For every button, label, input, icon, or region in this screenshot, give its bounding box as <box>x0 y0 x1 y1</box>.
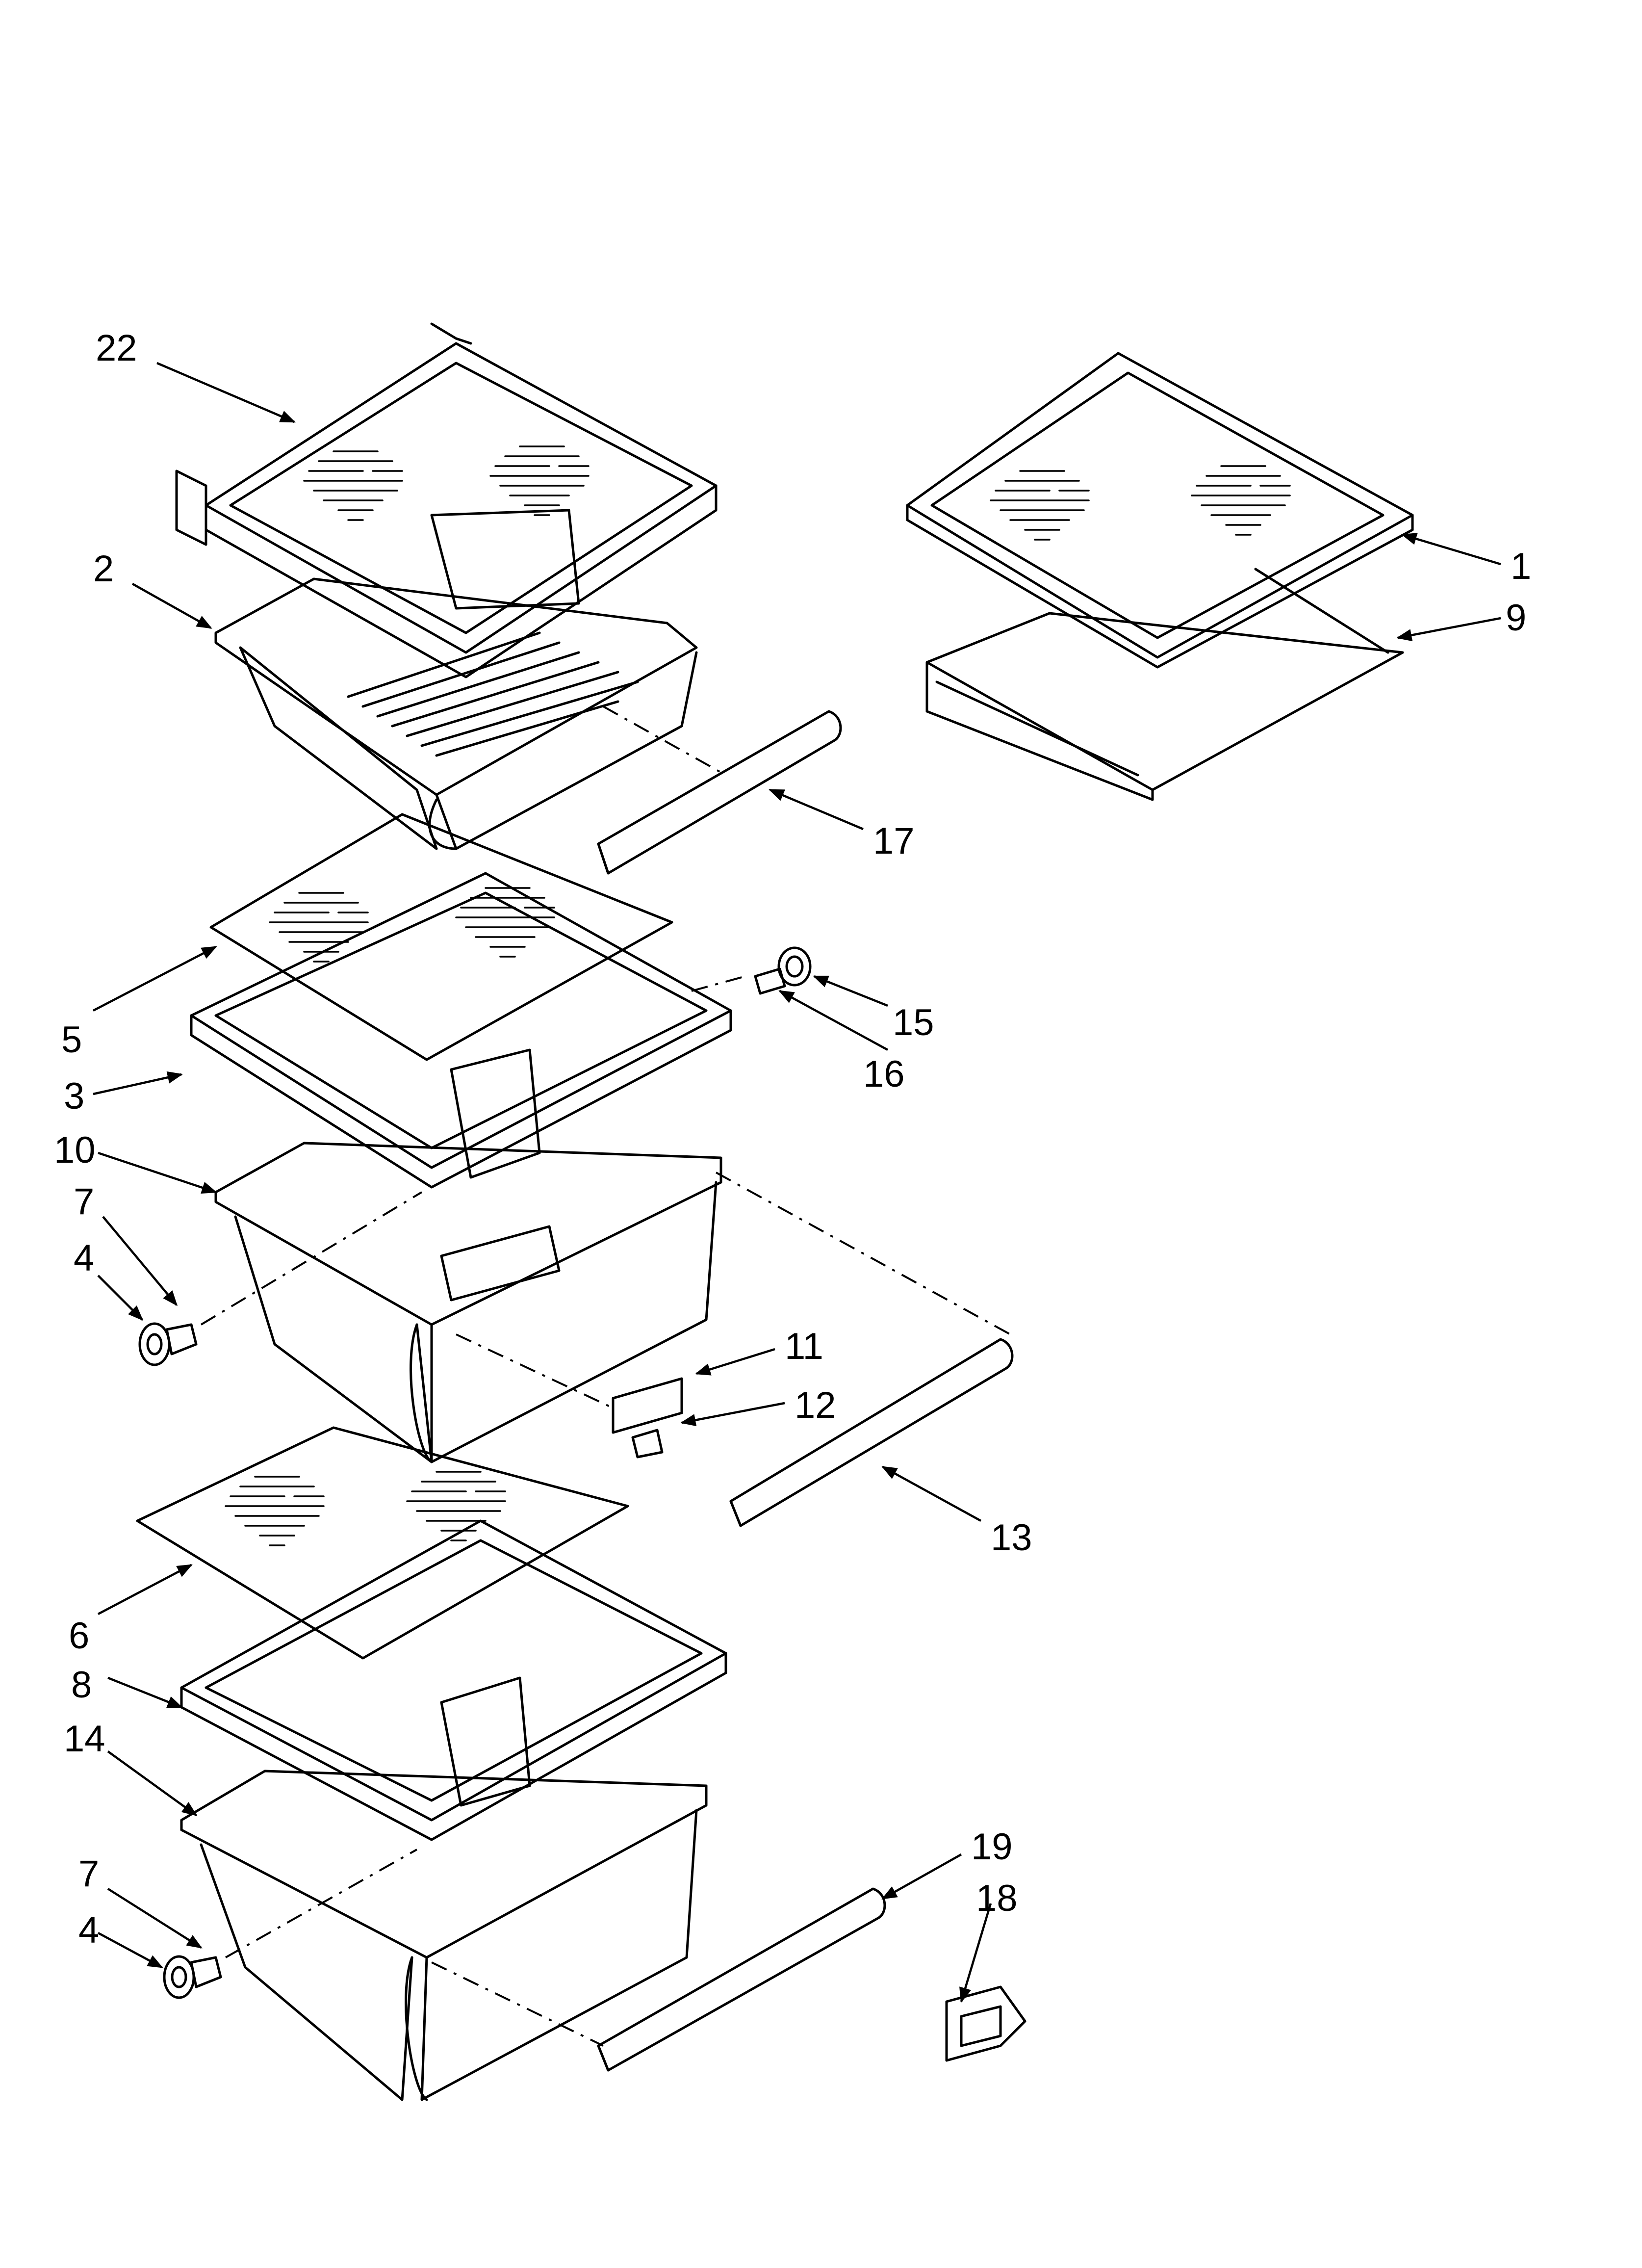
part-10-crisper-drawer <box>214 1142 722 1463</box>
callout-12: 12 <box>795 1384 836 1426</box>
callout-2: 2 <box>93 548 114 590</box>
callout-6: 6 <box>69 1615 89 1657</box>
callout-7-lower: 7 <box>78 1853 99 1895</box>
part-1-glass-shelf <box>906 352 1414 669</box>
part-4-roller-lower <box>163 1955 195 1999</box>
crisper-ribs <box>347 631 639 757</box>
part-16-axle <box>754 967 786 995</box>
part-22-shelf-frame <box>175 322 718 678</box>
part-2-crisper-pan <box>214 577 698 850</box>
part-3-frame <box>190 872 732 1189</box>
callout-16: 16 <box>863 1053 905 1095</box>
part-7-axle-lower <box>190 1956 222 1988</box>
part-15-roller <box>777 946 812 987</box>
callout-3: 3 <box>64 1075 84 1117</box>
callout-labels: 22 2 1 9 17 5 15 16 3 10 7 4 11 12 13 6 … <box>54 327 1531 1951</box>
part-9-shelf-bracket <box>925 568 1404 801</box>
part-13-trim <box>729 1338 1014 1527</box>
callout-19: 19 <box>971 1826 1013 1868</box>
callout-22: 22 <box>96 327 137 369</box>
callout-15: 15 <box>893 1002 934 1043</box>
part-17-trim <box>597 710 842 875</box>
part-14-crisper-drawer <box>180 1770 708 2101</box>
callout-4-lower: 4 <box>78 1909 99 1951</box>
callout-4-upper: 4 <box>74 1237 94 1279</box>
part-5-glass <box>209 813 673 1061</box>
callout-17: 17 <box>873 820 915 862</box>
callout-leaders <box>92 362 1501 2004</box>
callout-11: 11 <box>785 1326 823 1367</box>
part-11-clip <box>612 1377 683 1434</box>
part-7-axle-upper <box>165 1323 198 1356</box>
callout-1: 1 <box>1511 546 1531 587</box>
part-12-clip <box>631 1429 664 1459</box>
callout-5: 5 <box>61 1019 82 1061</box>
part-8-frame <box>180 1519 727 1841</box>
callout-7-upper: 7 <box>74 1181 94 1223</box>
callout-14: 14 <box>64 1718 105 1760</box>
callout-13: 13 <box>991 1517 1032 1559</box>
part-19-trim <box>597 1887 886 2072</box>
part-4-roller-upper <box>138 1322 171 1366</box>
callout-18: 18 <box>976 1877 1018 1919</box>
alignment-lines <box>200 705 1011 2047</box>
part-6-glass <box>136 1426 629 1660</box>
callout-10: 10 <box>54 1129 96 1171</box>
callout-8: 8 <box>71 1664 92 1706</box>
callout-9: 9 <box>1506 597 1526 639</box>
part-18-clip <box>945 1985 1026 2062</box>
